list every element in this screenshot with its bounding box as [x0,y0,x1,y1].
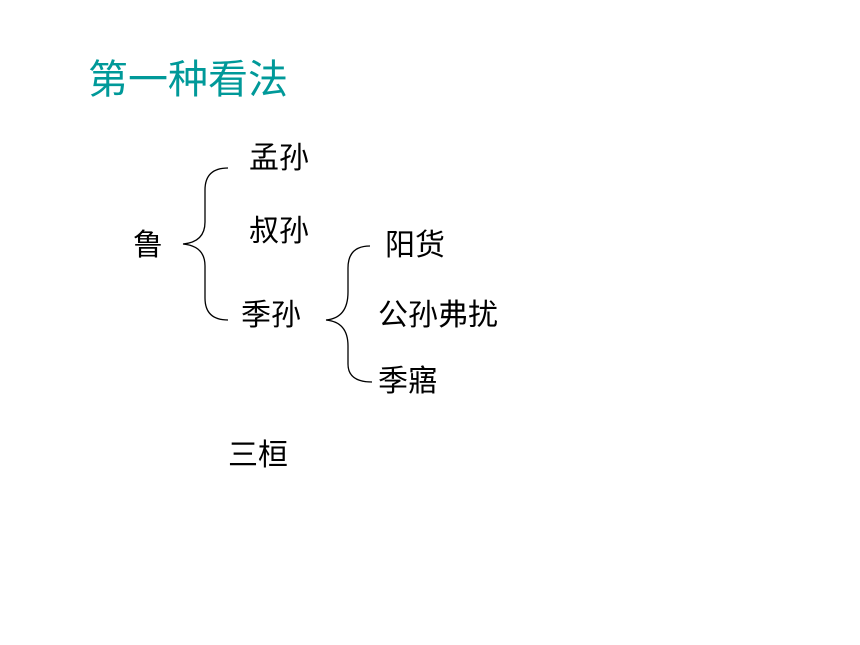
retainer-jiwu: 季寤 [378,364,438,399]
brace-jisun [325,245,373,383]
slide-title: 第一种看法 [88,57,288,103]
retainer-gongsun-furao: 公孙弗扰 [378,298,498,333]
root-lu: 鲁 [133,228,163,263]
summary-sanhuan: 三桓 [228,438,288,473]
brace-root [182,167,229,321]
family-jisun: 季孙 [241,298,301,333]
family-mengsun: 孟孙 [249,141,309,176]
retainer-yanghuo: 阳货 [385,228,445,263]
family-shusun: 叔孙 [249,214,309,249]
